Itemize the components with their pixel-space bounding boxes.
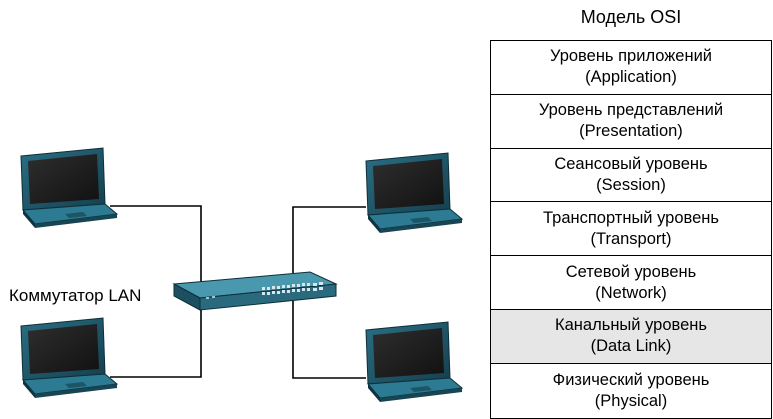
connection-lines [110,205,366,379]
network-switch-icon [172,271,338,311]
layer-english-name: (Application) [585,68,677,87]
osi-model-title: Модель OSI [580,7,682,27]
layer-name: Уровень приложений [549,47,713,66]
laptop-icon [365,152,463,234]
osi-layer-transport: Транспортный уровень (Transport) [491,202,771,257]
laptop-icon [365,321,463,403]
layer-english-name: (Network) [595,283,667,302]
layer-english-name: (Transport) [590,229,672,248]
osi-layer-physical: Физический уровень (Physical) [491,364,771,418]
osi-layer-network: Сетевой уровень (Network) [491,256,771,310]
lan-switch-label: Коммутатор LAN [9,286,142,305]
layer-name: Сеансовый уровень [554,154,708,173]
osi-layer-presentation: Уровень представлений (Presentation) [491,95,771,149]
layer-name: Канальный уровень [555,316,707,335]
layer-english-name: (Data Link) [590,337,672,356]
osi-layer-session: Сеансовый уровень (Session) [491,149,771,203]
osi-layer-application: Уровень приложений (Application) [491,41,771,95]
layer-name: Транспортный уровень [542,208,719,227]
layer-name: Сетевой уровень [565,262,697,281]
osi-layer-stack: Уровень приложений (Application) Уровень… [490,40,772,419]
laptop-icon [20,317,118,399]
layer-english-name: (Session) [596,175,666,194]
osi-layer-data-link: Канальный уровень (Data Link) [491,309,771,364]
laptop-icon [20,147,118,229]
layer-name: Уровень представлений [538,101,724,120]
layer-name: Физический уровень [552,370,710,389]
layer-english-name: (Presentation) [579,122,683,141]
layer-english-name: (Physical) [594,391,668,410]
